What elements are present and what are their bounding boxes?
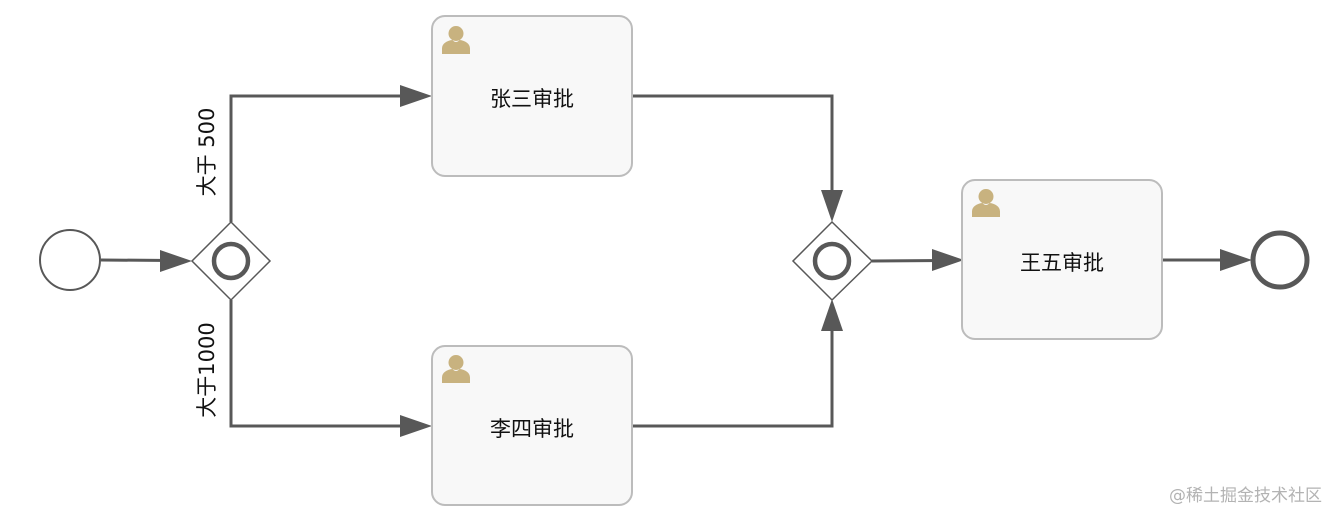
start-event[interactable] [39, 229, 101, 291]
task-lisi[interactable]: 李四审批 [431, 345, 633, 506]
task-zhangsan[interactable]: 张三审批 [431, 15, 633, 177]
flow-zhangsan-to-join[interactable] [633, 94, 843, 222]
join-gateway[interactable] [791, 220, 874, 302]
flow-split-to-zhangsan[interactable] [229, 85, 432, 222]
task-zhangsan-label: 张三审批 [490, 87, 574, 111]
upper-condition-label: 大于 500 [195, 108, 219, 197]
split-gateway[interactable] [190, 220, 272, 302]
flow-lisi-to-join[interactable] [633, 299, 843, 428]
task-wangwu[interactable]: 王五审批 [961, 179, 1163, 340]
flow-split-to-lisi[interactable] [229, 300, 432, 437]
inclusive-gateway-icon [211, 241, 251, 281]
task-lisi-label: 李四审批 [490, 417, 574, 441]
flow-wangwu-to-end[interactable] [1162, 249, 1252, 271]
end-event[interactable] [1250, 230, 1310, 290]
inclusive-gateway-icon [812, 241, 852, 281]
task-wangwu-label: 王五审批 [1020, 251, 1104, 275]
flow-join-to-wangwu[interactable] [871, 249, 964, 271]
flow-start-to-split[interactable] [100, 250, 192, 272]
lower-condition-label: 大于1000 [195, 322, 219, 417]
watermark: @稀土掘金技术社区 [1169, 486, 1322, 506]
